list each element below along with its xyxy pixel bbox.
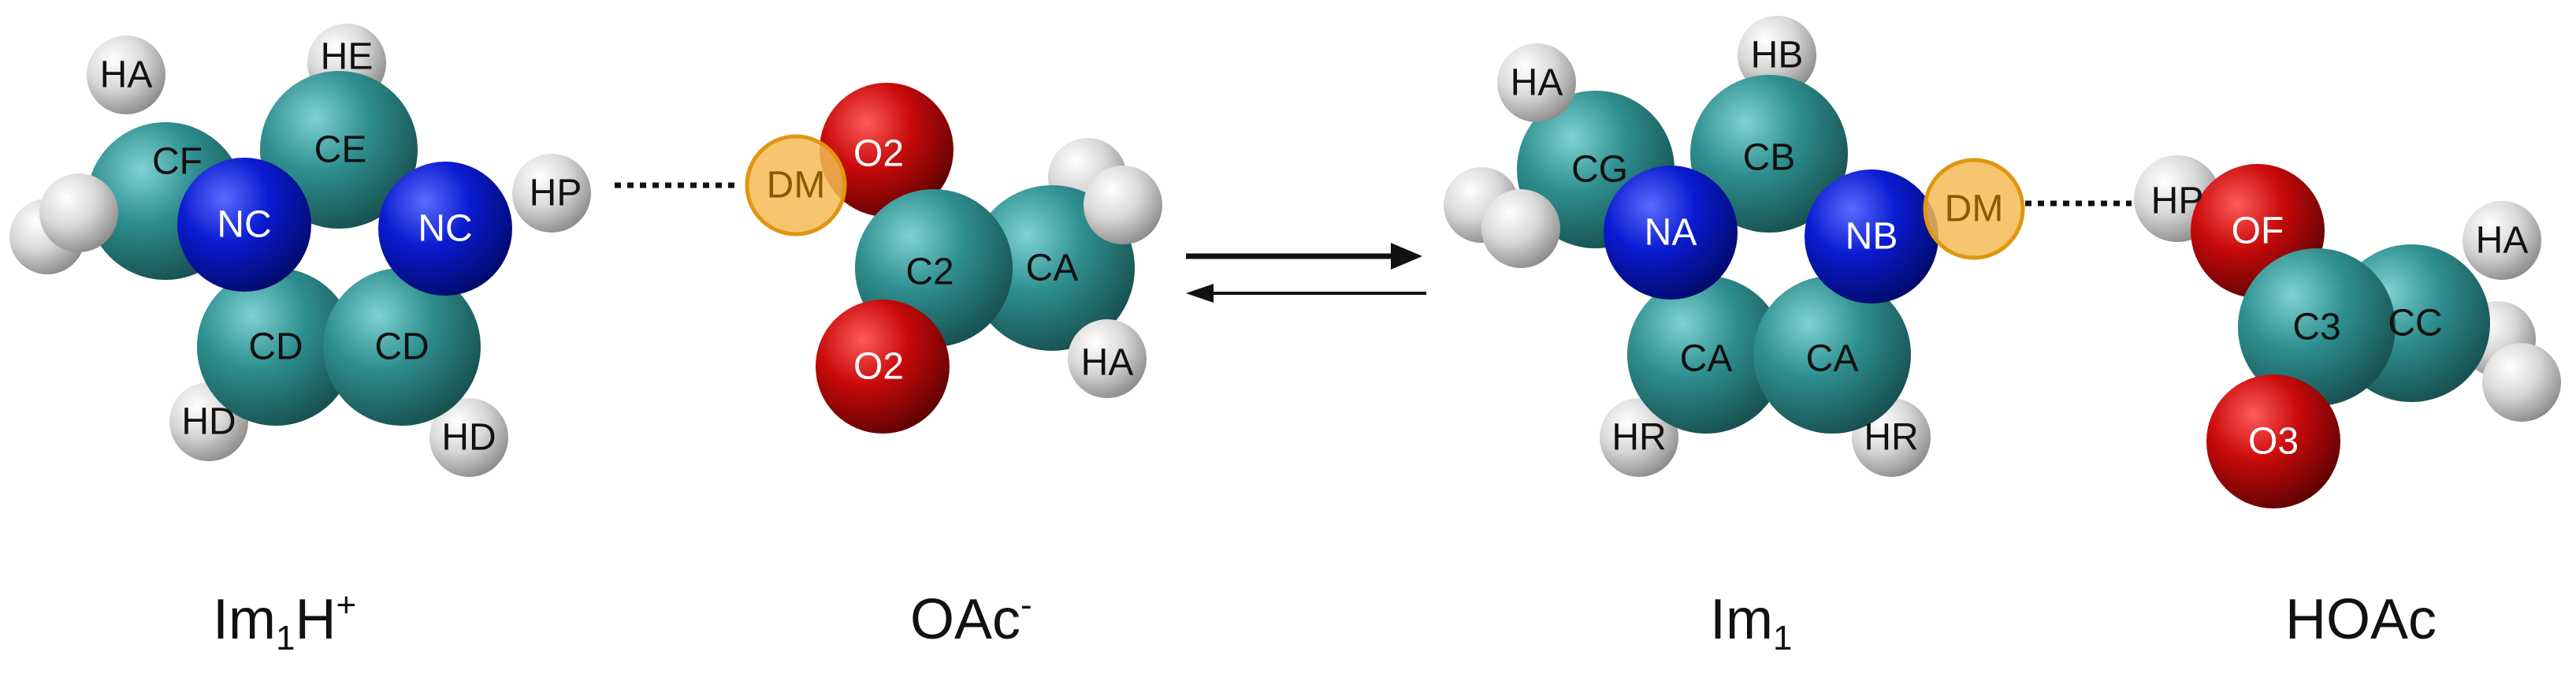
atom-h-hidden-2 [39, 173, 118, 252]
forward-arrowhead [1391, 243, 1422, 270]
label-cd-left: CD [248, 326, 303, 368]
label-ca-left: CA [1680, 338, 1733, 380]
atom-o2-top [820, 83, 953, 217]
atom-c3 [2238, 248, 2396, 406]
label-na: NA [1645, 212, 1697, 254]
label-ce: CE [314, 129, 367, 171]
atom-ha [1068, 319, 1147, 398]
label-ca: CA [1026, 248, 1079, 289]
atom-cd-right [323, 268, 481, 426]
label-dm: DM [1945, 188, 2004, 230]
atom-nc-left [177, 158, 311, 292]
label-cb: CB [1743, 137, 1796, 179]
label-o3: O3 [2248, 421, 2299, 463]
dummy-atom-dm [1923, 158, 2025, 260]
atom-ca-left [1627, 276, 1785, 434]
label-hp: HP [2151, 181, 2204, 222]
molecule-im1h-plus: HA HE CF CE NC NC HP CD CD HD HD [9, 24, 591, 477]
atom-cb [1690, 75, 1848, 233]
reverse-arrowhead [1186, 284, 1214, 303]
atom-ca-right [1753, 276, 1911, 434]
label-nc-left: NC [217, 204, 271, 246]
atom-h-hidden-2 [1481, 189, 1560, 268]
atom-hd-right [429, 398, 508, 477]
atom-ha [2463, 201, 2541, 280]
atom-hb [1738, 16, 1816, 95]
label-hr-right: HR [1864, 417, 1918, 459]
atom-cd-left [197, 268, 355, 426]
atom-nb [1805, 169, 1939, 303]
label-ca-right: CA [1806, 338, 1859, 380]
label-cc: CC [2388, 303, 2442, 344]
label-ha: HA [1081, 342, 1134, 384]
label-ha: HA [100, 54, 153, 96]
atom-o3 [2206, 374, 2340, 508]
label-ha: HA [2476, 220, 2529, 262]
label-hb: HB [1751, 35, 1804, 76]
label-hd-right: HD [441, 417, 496, 459]
label-hd-left: HD [181, 401, 236, 443]
caption-im1: Im1 [1710, 588, 1792, 657]
label-ha: HA [1511, 62, 1563, 104]
atom-nc-right [378, 162, 512, 296]
label-o2-top: O2 [853, 133, 904, 175]
atom-h-back [1084, 166, 1162, 244]
dummy-atom-dm [745, 134, 847, 236]
atom-na [1604, 166, 1738, 300]
label-hr-left: HR [1611, 417, 1666, 459]
label-he: HE [321, 36, 374, 78]
label-cf: CF [152, 141, 203, 183]
molecule-oac-minus: DM O2 C2 CA O2 HA [745, 83, 1162, 434]
label-o2-bottom: O2 [853, 346, 904, 388]
label-c3: C3 [2292, 307, 2340, 348]
equilibrium-arrow [1186, 243, 1426, 303]
atom-ha [87, 35, 165, 114]
label-nc-right: NC [418, 208, 472, 250]
label-of: OF [2232, 210, 2284, 252]
label-cg: CG [1571, 149, 1628, 191]
atom-ha [1497, 43, 1576, 122]
label-dm: DM [767, 165, 826, 207]
atom-o2-bottom [816, 300, 950, 434]
caption-oac-minus: OAc- [910, 586, 1032, 651]
caption-im1h-plus: Im1H+ [213, 586, 356, 657]
label-c2: C2 [905, 251, 953, 293]
label-cd-right: CD [374, 326, 429, 368]
caption-hoac: HOAc [2285, 588, 2437, 651]
label-hp: HP [530, 173, 582, 214]
atom-h-front [2482, 343, 2561, 422]
atom-hp [512, 154, 591, 233]
molecule-im1: HA HB CG CB NA NB DM CA CA HR HR [1444, 16, 2025, 477]
molecule-hoac: HP OF C3 CC HA O3 [2134, 155, 2561, 508]
label-nb: NB [1846, 216, 1898, 258]
